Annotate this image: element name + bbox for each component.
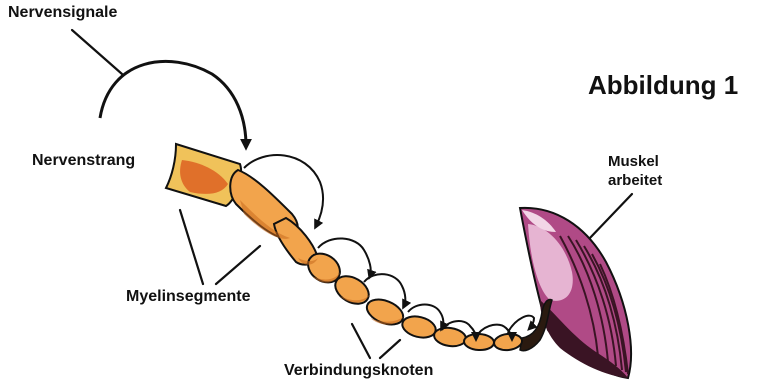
myelin-segments	[166, 144, 523, 351]
myelin-pointer-left	[180, 210, 203, 284]
jump-arrow-7	[508, 316, 534, 332]
myelin-pointer-right	[216, 246, 260, 284]
segment-9	[493, 333, 523, 352]
label-muskel-line1: Muskel	[608, 152, 662, 171]
label-muskel-arbeitet: Muskel arbeitet	[608, 152, 662, 190]
label-nervensignale: Nervensignale	[8, 4, 117, 22]
segment-8	[464, 333, 495, 351]
label-nervenstrang: Nervenstrang	[32, 152, 135, 170]
segment-7	[433, 326, 467, 348]
figure-title: Abbildung 1	[588, 70, 738, 101]
label-muskel-line2: arbeitet	[608, 171, 662, 190]
segment-6	[400, 313, 438, 341]
verbindung-pointer-left	[352, 324, 370, 358]
muskel-pointer	[588, 194, 632, 240]
nervensignale-pointer	[72, 30, 122, 74]
label-myelinsegmente: Myelinsegmente	[126, 288, 250, 306]
label-verbindungsknoten: Verbindungsknoten	[284, 362, 433, 380]
muscle	[520, 208, 631, 378]
verbindung-pointer-right	[380, 340, 400, 358]
